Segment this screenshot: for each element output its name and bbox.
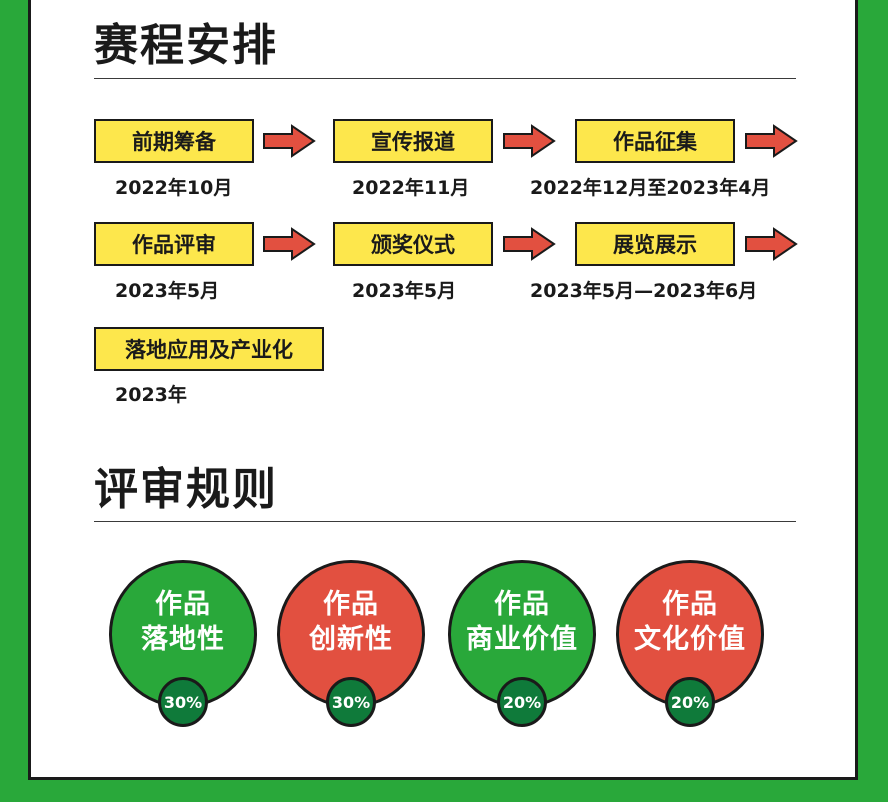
step-date: 2023年5月 (352, 280, 457, 302)
rules-divider (94, 521, 796, 522)
right-arrow-icon (744, 124, 798, 158)
step-label: 颁奖仪式 (371, 233, 455, 257)
step-label: 作品征集 (613, 130, 697, 154)
step-box-exhibition: 展览展示 (575, 222, 735, 266)
right-arrow-icon (744, 227, 798, 261)
step-date: 2022年10月 (115, 177, 233, 199)
step-label: 落地应用及产业化 (125, 338, 293, 362)
step-label: 前期筹备 (132, 130, 216, 154)
step-date: 2023年5月 (115, 280, 220, 302)
weight-badge: 20% (497, 677, 547, 727)
weight-badge: 30% (158, 677, 208, 727)
right-arrow-icon (262, 227, 316, 261)
criterion-line1: 作品 (494, 589, 550, 621)
criterion-line2: 文化价值 (634, 624, 746, 655)
weight-badge: 20% (665, 677, 715, 727)
step-box-prep: 前期筹备 (94, 119, 254, 163)
criterion-line1: 作品 (155, 589, 211, 621)
criterion-line1: 作品 (662, 589, 718, 621)
criterion-circle-feasibility: 作品 落地性 (109, 560, 257, 708)
right-arrow-icon (502, 227, 556, 261)
criterion-line2: 创新性 (309, 624, 393, 655)
step-box-review: 作品评审 (94, 222, 254, 266)
step-date: 2022年12月至2023年4月 (530, 177, 771, 199)
step-box-collection: 作品征集 (575, 119, 735, 163)
step-box-publicity: 宣传报道 (333, 119, 493, 163)
criterion-line2: 商业价值 (466, 624, 578, 655)
step-label: 作品评审 (132, 233, 216, 257)
step-box-industrialization: 落地应用及产业化 (94, 327, 324, 371)
criterion-line2: 落地性 (141, 624, 225, 655)
step-label: 宣传报道 (371, 130, 455, 154)
right-arrow-icon (262, 124, 316, 158)
right-arrow-icon (502, 124, 556, 158)
step-date: 2023年5月—2023年6月 (530, 280, 758, 302)
schedule-divider (94, 78, 796, 79)
step-box-award: 颁奖仪式 (333, 222, 493, 266)
criterion-line1: 作品 (323, 589, 379, 621)
step-date: 2023年 (115, 384, 187, 406)
rules-title: 评审规则 (94, 464, 278, 515)
weight-badge: 30% (326, 677, 376, 727)
step-date: 2022年11月 (352, 177, 470, 199)
step-label: 展览展示 (613, 233, 697, 257)
schedule-title: 赛程安排 (94, 20, 278, 71)
